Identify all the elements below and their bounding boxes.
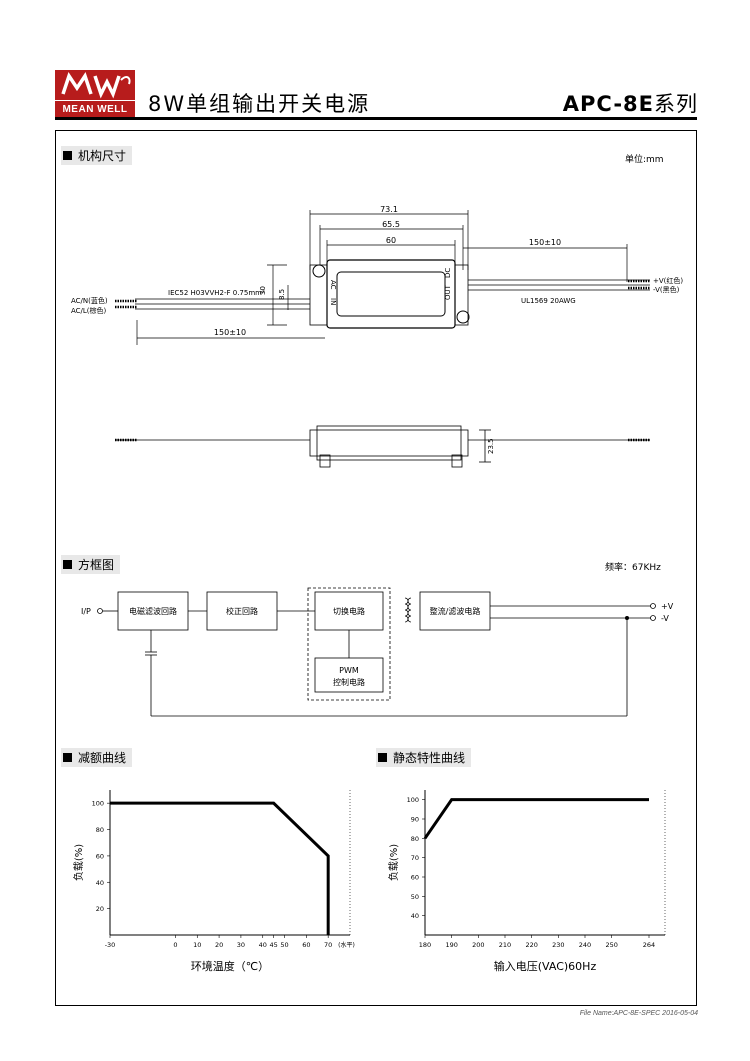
vpos-label: +V [661,602,674,611]
y-tick-label: 40 [411,912,419,920]
v-neg-label: -V(黑色) [653,285,680,294]
x-axis-label: 环境温度（℃） [191,959,269,973]
series-line [423,798,649,840]
x-tick-label: 0 [173,941,177,949]
emi-block: 电磁滤波回路 [129,606,177,616]
unit-label: 单位:mm [625,155,664,165]
pwm-block-line2: 控制电路 [333,677,365,687]
static-chart: 180 190 200 210 220 230 240 250 264 40 50 60 70 80 90 1… [387,790,666,973]
dim-30: 30 [259,286,267,295]
ac-l-label: AC/L(棕色) [71,306,107,315]
x-unit-label: (水平) [338,941,355,949]
cable-in-label: IEC52 H03VVH2-F 0.75mm² [168,289,265,297]
dim-23-5: 23.5 [487,438,495,454]
ip-label: I/P [81,607,91,616]
y-tick-label: 40 [96,879,104,887]
block-diagram: I/P 电磁滤波回路 校正回路 切换电路 整流/滤波电路 PWM 控制电路 +V… [81,587,674,717]
logo-mark [55,70,135,100]
y-tick-label: 60 [96,852,104,860]
label-in: IN [329,298,337,305]
header-rule [55,117,697,120]
label-ac: AC [329,280,337,290]
x-tick-label: 190 [445,941,457,949]
dim-150-left: 150±10 [214,328,246,337]
vneg-label: -V [661,614,669,623]
ac-n-label: AC/N(蓝色) [71,296,108,305]
dim-8-5: 8.5 [278,289,286,300]
dim-73-1: 73.1 [380,205,398,214]
y-axis-label: 负载(%) [72,844,85,881]
y-tick-label: 60 [411,874,419,882]
x-tick-label: 10 [193,941,201,949]
x-axis-label: 输入电压(VAC)60Hz [494,959,597,973]
x-tick-label: 180 [419,941,431,949]
x-tick-label: 60 [302,941,310,949]
x-tick-label: 210 [499,941,511,949]
x-tick-label: 220 [525,941,537,949]
mechanical-drawing: 73.1 65.5 60 150±10 150±10 IEC52 H03VVH2… [71,205,683,468]
v-pos-label: +V(红色) [653,276,683,285]
x-tick-label: 45 [269,941,277,949]
dim-150-right: 150±10 [529,238,561,247]
section-block-diagram: 方框图 [61,555,121,574]
label-dc: DC [444,268,452,278]
cable-out-label: UL1569 20AWG [521,297,576,305]
page-title: 8W单组输出开关电源 [148,92,371,116]
content-frame [55,130,697,1006]
y-tick-label: 100 [92,800,104,808]
section-static: 静态特性曲线 [376,748,472,767]
label-out: OUT [444,284,452,300]
dim-60: 60 [386,236,396,245]
x-tick-label: 200 [472,941,484,949]
x-tick-label: 50 [280,941,288,949]
y-tick-label: 100 [407,796,419,804]
x-tick-label: 230 [552,941,564,949]
mean-well-logo: MEAN WELL [55,70,135,118]
logo-text: MEAN WELL [55,101,135,118]
series-name: APC-8E系列 [562,92,698,116]
pwm-block-line1: PWM [339,666,359,675]
x-tick-label: 240 [579,941,591,949]
frequency-label: 频率：67KHz [605,563,661,573]
section-derating: 减额曲线 [61,748,133,767]
x-tick-label: 40 [259,941,267,949]
x-tick-label: 70 [324,941,332,949]
x-tick-label: 250 [605,941,617,949]
y-tick-label: 70 [411,854,419,862]
pfc-block: 校正回路 [226,606,258,616]
y-tick-label: 90 [411,816,419,824]
x-tick-label: 264 [643,941,655,949]
switch-block: 切换电路 [333,606,365,616]
y-tick-label: 80 [411,835,419,843]
section-mechanical: 机构尺寸 [61,146,133,165]
x-tick-label: 20 [215,941,223,949]
rect-block: 整流/滤波电路 [430,606,481,616]
y-tick-label: 50 [411,893,419,901]
dim-65-5: 65.5 [382,220,400,229]
x-tick-label: 30 [237,941,245,949]
x-tick-label: -30 [105,941,116,949]
y-axis-label: 负载(%) [387,844,400,881]
y-tick-label: 20 [96,905,104,913]
footer-filename: File Name:APC-8E-SPEC 2016-05-04 [579,1010,698,1017]
y-tick-label: 80 [96,826,104,834]
series-line [110,801,330,935]
